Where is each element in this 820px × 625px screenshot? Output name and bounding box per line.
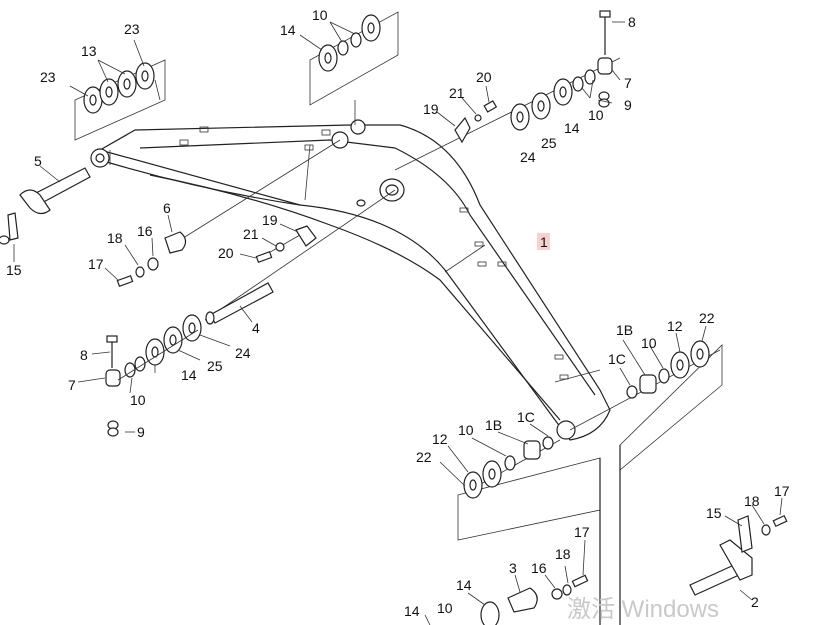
washer-stack-top-right bbox=[510, 10, 625, 131]
callout-20: 20 bbox=[476, 69, 492, 85]
callout-14: 14 bbox=[404, 603, 420, 619]
callout-17: 17 bbox=[574, 524, 590, 540]
callout-9: 9 bbox=[624, 97, 632, 113]
callout-9: 9 bbox=[137, 424, 145, 440]
callout-15: 15 bbox=[6, 262, 22, 278]
pin-2-assembly bbox=[689, 497, 788, 601]
callout-5: 5 bbox=[34, 153, 42, 169]
callout-23: 23 bbox=[124, 21, 140, 37]
callout-14: 14 bbox=[564, 120, 580, 136]
callout-24: 24 bbox=[235, 345, 251, 361]
callout-10: 10 bbox=[588, 107, 604, 123]
callout-1: 1 bbox=[540, 234, 548, 250]
callout-1C: 1C bbox=[608, 351, 626, 367]
callout-16: 16 bbox=[137, 223, 153, 239]
plate-15-left bbox=[0, 212, 19, 262]
callout-4: 4 bbox=[252, 320, 260, 336]
callout-25: 25 bbox=[541, 135, 557, 151]
callout-23: 23 bbox=[40, 69, 56, 85]
callout-8: 8 bbox=[80, 347, 88, 363]
callout-2: 2 bbox=[751, 594, 759, 610]
callout-24: 24 bbox=[520, 149, 536, 165]
callout-7: 7 bbox=[68, 377, 76, 393]
callout-14: 14 bbox=[280, 22, 296, 38]
callout-15: 15 bbox=[706, 505, 722, 521]
callout-10: 10 bbox=[312, 7, 328, 23]
callout-22: 22 bbox=[699, 310, 715, 326]
callout-13: 13 bbox=[81, 43, 97, 59]
bracket-assembly-middle bbox=[239, 223, 317, 263]
callout-1-highlight bbox=[537, 233, 550, 250]
callout-20: 20 bbox=[218, 245, 234, 261]
callout-12: 12 bbox=[667, 318, 683, 334]
callout-19: 19 bbox=[262, 212, 278, 228]
callout-18: 18 bbox=[555, 546, 571, 562]
bracket-assembly-top bbox=[436, 85, 498, 144]
callout-18: 18 bbox=[107, 230, 123, 246]
pin-6-assembly bbox=[104, 214, 187, 287]
washer-stack-lower-left bbox=[77, 314, 231, 437]
washer-stack-right bbox=[619, 325, 723, 471]
callout-21: 21 bbox=[243, 226, 259, 242]
callout-8: 8 bbox=[628, 14, 636, 30]
callout-12: 12 bbox=[432, 431, 448, 447]
callout-10: 10 bbox=[458, 422, 474, 438]
pin-5 bbox=[19, 165, 91, 215]
callout-6: 6 bbox=[163, 200, 171, 216]
leader-lines bbox=[154, 57, 721, 491]
callout-7: 7 bbox=[624, 75, 632, 91]
callout-3: 3 bbox=[509, 560, 517, 576]
callout-10: 10 bbox=[641, 335, 657, 351]
callout-14: 14 bbox=[181, 367, 197, 383]
callout-17: 17 bbox=[774, 483, 790, 499]
callout-10: 10 bbox=[437, 600, 453, 616]
boom-arm bbox=[90, 119, 611, 441]
callout-17: 17 bbox=[88, 256, 104, 272]
callout-14: 14 bbox=[456, 577, 472, 593]
callout-25: 25 bbox=[207, 358, 223, 374]
callout-1B: 1B bbox=[485, 417, 502, 433]
callout-10: 10 bbox=[130, 392, 146, 408]
callout-21: 21 bbox=[449, 85, 465, 101]
washer-stack-top-left bbox=[69, 39, 166, 141]
pin-3-assembly bbox=[424, 539, 589, 625]
pin-4 bbox=[205, 282, 274, 325]
callout-1B: 1B bbox=[616, 322, 633, 338]
callout-labels: 23 13 23 14 10 8 7 20 21 19 10 9 14 25 2… bbox=[6, 7, 790, 619]
washer-stack-lower-center bbox=[439, 423, 621, 625]
callout-18: 18 bbox=[744, 493, 760, 509]
callout-22: 22 bbox=[416, 449, 432, 465]
watermark-text: 激活 Windows bbox=[567, 596, 719, 623]
callout-1C: 1C bbox=[517, 409, 535, 425]
washer-stack-top-center bbox=[299, 11, 399, 106]
callout-16: 16 bbox=[531, 560, 547, 576]
callout-19: 19 bbox=[423, 101, 439, 117]
